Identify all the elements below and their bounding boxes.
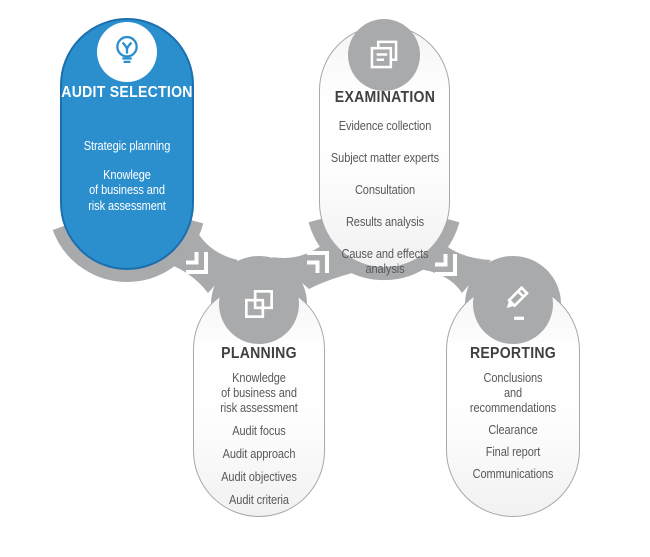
stage-title-planning: PLANNING	[221, 345, 297, 362]
stage-item: Consultation	[354, 183, 415, 197]
stage-item: Knowlege of business and risk assessment	[88, 167, 166, 213]
stage-title-audit-selection: AUDIT SELECTION	[61, 84, 193, 101]
stage-item: Results analysis	[345, 215, 424, 229]
stage-items-planning: Knowledge of business and risk assessmen…	[220, 371, 298, 508]
neck-audit-planning	[166, 226, 238, 293]
stage-icon-circle-reporting	[473, 264, 553, 344]
neck-examination-reporting	[408, 238, 491, 293]
stage-item: Audit focus	[232, 424, 286, 438]
overlapping-squares-icon	[245, 290, 273, 318]
stage-title-reporting: REPORTING	[469, 345, 557, 362]
flow-arrow-down-icon	[186, 252, 208, 274]
stage-item: Audit approach	[222, 447, 296, 461]
flow-arrow-up-icon	[307, 251, 329, 273]
stage-title-examination: EXAMINATION	[334, 89, 435, 106]
flow-arrow-down-icon	[435, 254, 457, 276]
stage-item: Audit objectives	[221, 470, 297, 484]
pencil-icon	[506, 285, 529, 320]
stage-item: Evidence collection	[338, 119, 431, 133]
stage-item: Conclusions and recommendations	[469, 371, 557, 415]
stage-item: Final report	[485, 445, 541, 459]
stage-item: Audit criteria	[229, 493, 289, 507]
stage-icon-circle-examination	[348, 19, 420, 91]
stage-item: Communications	[472, 467, 554, 481]
stage-item: Strategic planning	[83, 139, 171, 153]
documents-icon	[370, 40, 398, 69]
stage-item: Clearance	[488, 423, 538, 437]
stage-icon-circle-audit-selection	[97, 22, 157, 82]
stage-icon-circle-planning	[219, 264, 299, 344]
lightbulb-icon	[116, 35, 138, 64]
stage-item: Knowledge of business and risk assessmen…	[220, 371, 298, 415]
stage-item: Cause and effects analysis	[340, 247, 428, 276]
stage-item: Subject matter experts	[330, 151, 439, 165]
